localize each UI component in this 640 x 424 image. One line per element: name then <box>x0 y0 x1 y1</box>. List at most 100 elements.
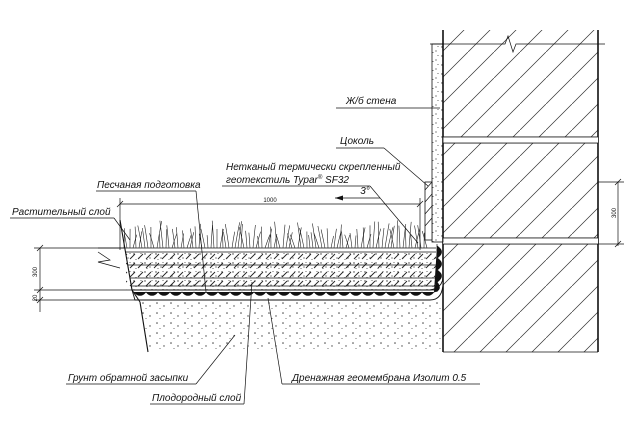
grass-blade <box>375 228 381 249</box>
grass-blade <box>317 225 323 249</box>
sand-bed-label: Песчаная подготовка <box>97 180 201 191</box>
grass-blade <box>308 234 311 249</box>
grass-blade <box>408 221 412 249</box>
registered-mark: ® <box>318 174 323 181</box>
grass-blade <box>261 226 263 249</box>
grass-blade <box>182 230 185 249</box>
grass-blade <box>289 234 296 249</box>
grass-blade <box>166 225 170 249</box>
grass-blade <box>248 232 251 249</box>
grass-blade <box>384 223 390 249</box>
leader-lines <box>10 107 480 405</box>
grass-blade <box>297 222 302 249</box>
grass-blade <box>206 235 209 249</box>
geotextile-grade: SF32 <box>322 175 349 186</box>
grass-blade <box>223 231 227 249</box>
right-height-value: 300 <box>612 207 618 218</box>
geotextile-name: геотекстиль Typar <box>226 175 319 186</box>
grass-blade <box>273 233 278 249</box>
grass-blade <box>149 233 155 249</box>
grass-blade <box>194 226 197 249</box>
grass-blade <box>344 234 350 249</box>
grass-blade <box>288 232 293 249</box>
left-height-value: 300 <box>33 266 39 277</box>
grass-blade <box>414 228 421 249</box>
wall-insulation <box>431 43 444 243</box>
grass-blade <box>245 230 248 249</box>
grass-blade <box>402 223 407 249</box>
grass-blade <box>381 227 385 249</box>
grass-blade <box>372 221 376 249</box>
grass-blade <box>345 234 351 249</box>
slope-value: 3° <box>360 186 370 197</box>
right-dimension: 300 <box>598 178 624 248</box>
grass-blade <box>354 235 357 249</box>
grass-blade <box>362 227 365 249</box>
grass-blade <box>186 234 192 249</box>
backfill-soil-layer <box>139 301 443 353</box>
grass-blade <box>238 227 245 249</box>
grass-blade <box>377 221 380 249</box>
fertile-layer <box>126 251 436 291</box>
grass-blade <box>172 228 176 249</box>
grass-blade <box>274 221 278 249</box>
grass-blade <box>267 228 272 249</box>
grass-blade <box>405 227 407 249</box>
grass-blade <box>287 233 293 249</box>
grass-blade <box>417 225 422 249</box>
grass-blade <box>219 228 224 249</box>
grass-blade <box>234 222 240 249</box>
width-value: 1000 <box>263 198 277 204</box>
grass-blade <box>310 232 314 249</box>
grass-blade <box>282 224 286 249</box>
grass-blade <box>276 235 281 249</box>
grass-blade <box>410 235 413 249</box>
grass-blade <box>240 223 243 249</box>
drainage-membrane-label: Дренажная геомембрана Изолит 0.5 <box>291 372 467 384</box>
grass-blade <box>144 225 149 249</box>
grass-blade <box>257 235 260 249</box>
grass-blade <box>360 227 366 249</box>
grass-blade <box>356 228 359 249</box>
grass-blade <box>156 220 162 249</box>
slope-marker: 3° <box>335 186 380 201</box>
plant-layer <box>120 220 436 249</box>
width-dimension: 1000 <box>116 198 424 250</box>
grass-blade <box>180 233 184 249</box>
grass-blade <box>124 234 128 249</box>
grass-blade <box>171 233 178 249</box>
grass-blade <box>313 233 320 249</box>
grass-blade <box>225 224 230 249</box>
grass-blade <box>366 234 372 249</box>
left-thickness-value: 20 <box>33 294 39 301</box>
plant-layer-label: Растительный слой <box>12 207 111 218</box>
grass-blade <box>349 232 353 249</box>
grass-blade <box>326 228 329 249</box>
grass-blade <box>264 234 271 249</box>
geotextile-label-line2: геотекстиль Typar® SF32 <box>226 174 349 186</box>
geotextile-label-line1: Нетканый термически скрепленный <box>226 162 401 173</box>
grass-blade <box>285 225 290 249</box>
grass-blade <box>132 234 138 249</box>
grass-blade <box>252 224 256 249</box>
wall-label: Ж/б стена <box>345 95 397 107</box>
fertile-layer-label: Плодородный слой <box>152 393 242 404</box>
grass-blade <box>210 225 213 249</box>
grass-blade <box>390 225 395 249</box>
trench-edge <box>119 219 133 291</box>
grass-blade <box>222 228 224 249</box>
rc-wall <box>430 30 605 353</box>
grass-blade <box>142 227 146 249</box>
left-dimensions: 300 20 <box>33 244 135 312</box>
grass-blade <box>237 221 242 249</box>
grass-blade <box>200 228 206 249</box>
grass-blade <box>333 228 337 249</box>
grass-blade <box>341 231 344 249</box>
grass-blade <box>414 225 419 249</box>
drainage-membrane-layer <box>131 244 444 301</box>
plinth-label: Цоколь <box>340 136 374 147</box>
grass-blade <box>190 228 194 249</box>
grass-blade <box>330 235 334 249</box>
grass-blade <box>176 227 179 249</box>
